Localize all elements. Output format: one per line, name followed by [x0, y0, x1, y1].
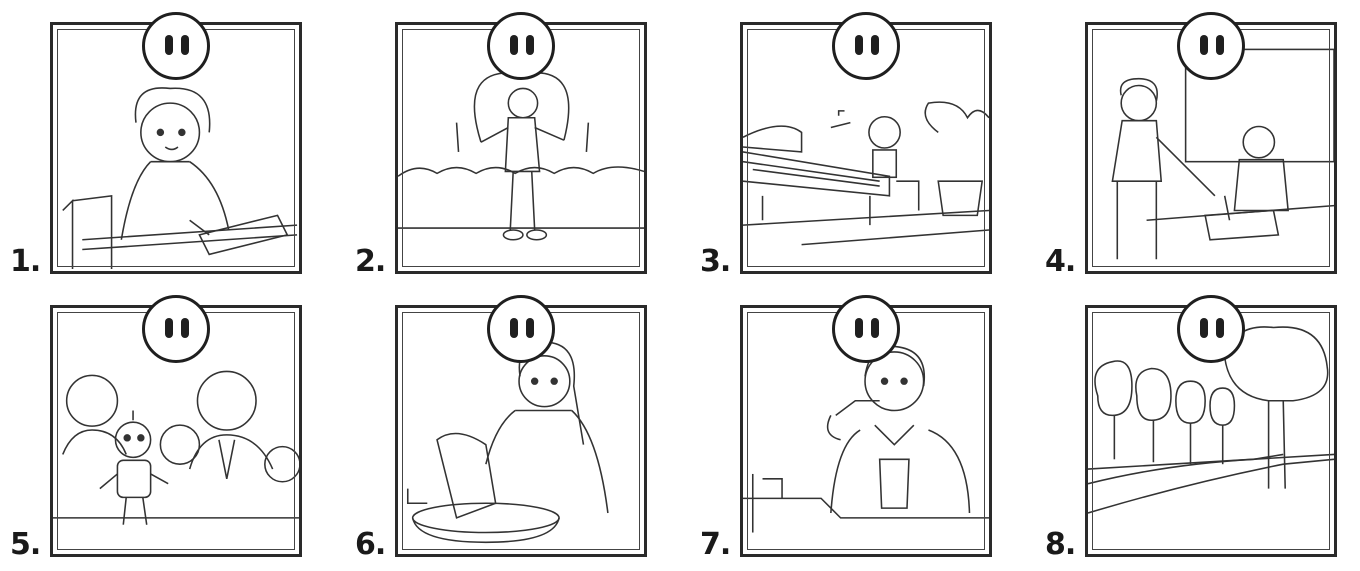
boy-brushing-teeth-icon	[743, 345, 989, 533]
exercise-item-3: 3.	[690, 0, 1030, 285]
blank-face-icon[interactable]	[142, 295, 210, 363]
children-with-robot-icon	[53, 370, 299, 525]
exercise-item-2: 2.	[345, 0, 685, 285]
girl-writing-icon	[62, 87, 298, 270]
exercise-item-7: 7.	[690, 283, 1030, 568]
picture-frame	[1085, 305, 1337, 557]
item-number: 4.	[1045, 244, 1076, 279]
exercise-item-4: 4.	[1035, 0, 1360, 285]
item-number: 7.	[700, 527, 731, 562]
exercise-item-8: 8.	[1035, 283, 1360, 568]
blank-face-icon[interactable]	[487, 12, 555, 80]
blank-face-icon[interactable]	[1177, 295, 1245, 363]
blank-face-icon[interactable]	[487, 295, 555, 363]
blank-face-icon[interactable]	[832, 295, 900, 363]
park-path-trees-icon	[1088, 326, 1334, 514]
item-number: 1.	[10, 244, 41, 279]
item-number: 6.	[355, 527, 386, 562]
boy-jumping-rope-icon	[398, 71, 644, 241]
blank-face-icon[interactable]	[142, 12, 210, 80]
item-number: 8.	[1045, 527, 1076, 562]
teacher-helping-student-icon	[1111, 48, 1334, 260]
exercise-item-5: 5.	[0, 283, 340, 568]
item-number: 5.	[10, 527, 41, 562]
exercise-item-1: 1.	[0, 0, 340, 285]
item-number: 2.	[355, 244, 386, 279]
robot-playing-piano-icon	[743, 101, 989, 246]
item-number: 3.	[700, 244, 731, 279]
blank-face-icon[interactable]	[1177, 12, 1245, 80]
blank-face-icon[interactable]	[832, 12, 900, 80]
exercise-item-6: 6.	[345, 283, 685, 568]
